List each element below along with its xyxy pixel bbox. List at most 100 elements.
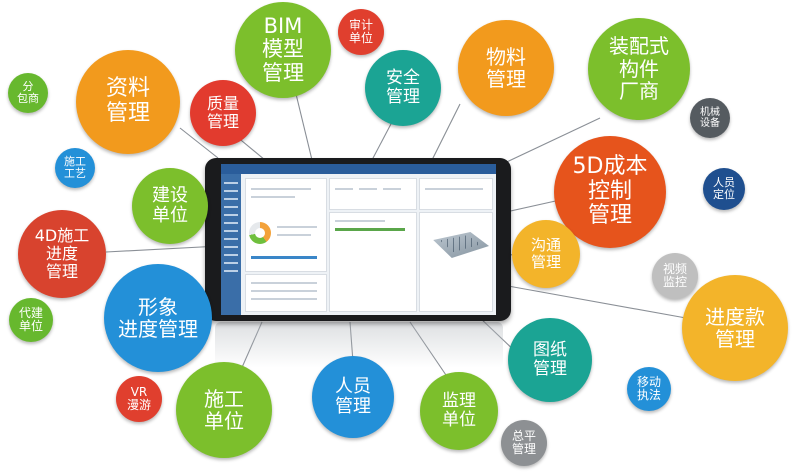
dashboard-sidebar — [221, 174, 241, 315]
bubble-label-line: 管理 — [486, 67, 526, 91]
bubble-label-line: 4D施工 — [34, 226, 90, 246]
dashboard-card-list — [245, 274, 327, 312]
bubble-label-line: 漫游 — [126, 398, 151, 412]
dashboard-text-line — [359, 188, 377, 190]
connector-bim — [295, 93, 313, 161]
bubble-fenbaoshang: 分 包商 — [8, 73, 48, 113]
bubble-label-line: 质量 — [206, 94, 239, 114]
bubble-label-line: 模型 — [262, 37, 304, 62]
dashboard-text-line — [251, 282, 317, 284]
bubble-label-line: 移动 — [636, 374, 661, 389]
dashboard-text-line — [251, 298, 317, 300]
dashboard-text-line — [425, 188, 483, 190]
bubble-4d-shigong-jindu-guanli: 4D施工 进度 管理 — [18, 210, 106, 298]
connector-chengben — [505, 199, 561, 213]
bubble-label-line: 管理 — [206, 112, 239, 131]
bubble-label-line: 单位 — [442, 410, 476, 430]
bubble-label-line: 工艺 — [64, 167, 86, 180]
bubble-wuliao-guanli: 物料 管理 — [458, 20, 554, 116]
bubble-label-line: BIM — [263, 13, 303, 38]
bubble-label-line: 审计 — [348, 17, 373, 32]
bubble-xingxiang-jindu-guanli: 形象 进度管理 — [104, 264, 212, 372]
dashboard-card-kpi — [419, 178, 493, 210]
bubble-label-line: 形象 — [138, 294, 178, 319]
bubble-label-line: 总平 — [511, 428, 536, 443]
bubble-label-line: 管理 — [335, 396, 371, 417]
dashboard-text-line — [335, 220, 385, 222]
dashboard-card-model — [419, 212, 493, 312]
bubble-label-line: 人员 — [335, 375, 371, 397]
bubble-label-line: VR — [130, 384, 148, 399]
bubble-jianshe-danwei: 建设 单位 — [132, 168, 208, 244]
bubble-anquan-guanli: 安全 管理 — [365, 50, 441, 126]
bubble-label-line: 5D成本 — [572, 154, 648, 180]
connector-shigongdanwei — [239, 321, 263, 373]
bubble-label-line: 人员 — [713, 175, 735, 189]
bubble-label-line: 装配式 — [609, 34, 669, 59]
bubble-label-line: 单位 — [348, 31, 373, 45]
connector-zhuangpei — [493, 117, 601, 169]
bubble-label-line: 沟通 — [530, 236, 561, 255]
bubble-label-line: 进度款 — [705, 304, 765, 329]
bubble-label-line: 机械 — [700, 106, 720, 118]
dashboard-card-stats — [329, 178, 417, 210]
dashboard-screenshot — [221, 164, 496, 315]
dashboard-progress-bar — [251, 256, 317, 259]
dashboard-text-line — [335, 188, 353, 190]
bubble-label-line: 设备 — [700, 118, 720, 129]
bubble-jianli-danwei: 监理 单位 — [420, 372, 498, 450]
bubble-zhuangpeishi-goujian-changshang: 装配式 构件 厂商 — [588, 18, 690, 120]
bubble-label-line: 控制 — [587, 178, 632, 204]
dashboard-text-line — [277, 234, 311, 236]
bubble-label-line: 单位 — [18, 319, 43, 333]
bubble-tuzhi-guanli: 图纸 管理 — [508, 318, 592, 402]
bubble-label-line: 管理 — [45, 261, 78, 281]
dashboard-donut-chart — [249, 222, 271, 244]
bubble-label-line: 包商 — [17, 92, 39, 105]
bubble-label-line: 资料 — [105, 76, 150, 102]
bubble-label-line: 监控 — [662, 275, 687, 289]
bubble-shenji-danwei: 审计 单位 — [338, 9, 384, 55]
bubble-label-line: 构件 — [619, 56, 659, 81]
bubble-shipin-jiankong: 视频 监控 — [652, 253, 698, 299]
bubble-bim-moxing-guanli: BIM 模型 管理 — [235, 2, 331, 98]
bubble-label-line: 分 — [22, 79, 34, 93]
bubble-goutong-guanli: 沟通 管理 — [512, 220, 580, 288]
bubble-label-line: 管理 — [587, 203, 632, 229]
dashboard-text-line — [251, 196, 295, 198]
bubble-label-line: 代建 — [18, 305, 43, 320]
bubble-label-line: 安全 — [386, 67, 420, 88]
dashboard-progress-bar — [335, 228, 405, 231]
bubble-label-line: 视频 — [662, 261, 687, 276]
bubble-label-line: 图纸 — [533, 339, 567, 360]
bubble-label-line: 单位 — [152, 205, 188, 226]
bubble-label-line: 物料 — [486, 44, 526, 69]
bubble-shigong-danwei: 施工 单位 — [176, 362, 272, 458]
dashboard-card-chart — [329, 212, 417, 312]
bubble-5d-chengben-kongzhi-guanli: 5D成本 控制 管理 — [554, 136, 666, 248]
bubble-zongping-guanli: 总平 管理 — [501, 420, 547, 466]
connector-renyuan — [349, 321, 354, 363]
bubble-daijian-danwei: 代建 单位 — [9, 298, 53, 342]
connector-jindukuan — [507, 285, 687, 319]
bubble-jixie-shebei: 机械 设备 — [690, 98, 730, 138]
bubble-label-line: 施工 — [64, 154, 86, 168]
bubble-label-line: 单位 — [204, 409, 244, 433]
bubble-label-line: 进度管理 — [118, 317, 198, 341]
bubble-label-line: 管理 — [386, 87, 420, 107]
connector-wuliao — [431, 103, 461, 161]
dashboard-text-line — [251, 290, 317, 292]
bubble-label-line: 管理 — [530, 253, 561, 271]
bubble-renyuan-guanli: 人员 管理 — [312, 356, 394, 438]
bubble-label-line: 监理 — [442, 390, 476, 411]
bubble-label-line: 管理 — [262, 60, 304, 85]
bubble-vr-manyou: VR 漫游 — [116, 376, 162, 422]
bubble-label-line: 管理 — [715, 327, 755, 351]
dashboard-text-line — [383, 188, 401, 190]
bubble-renyuan-dingwei: 人员 定位 — [703, 168, 745, 210]
bubble-label-line: 进度 — [45, 244, 78, 264]
bubble-zhiliang-guanli: 质量 管理 — [190, 80, 256, 146]
bubble-label-line: 定位 — [713, 188, 735, 201]
bubble-shigong-gongyi: 施工 工艺 — [55, 148, 95, 188]
